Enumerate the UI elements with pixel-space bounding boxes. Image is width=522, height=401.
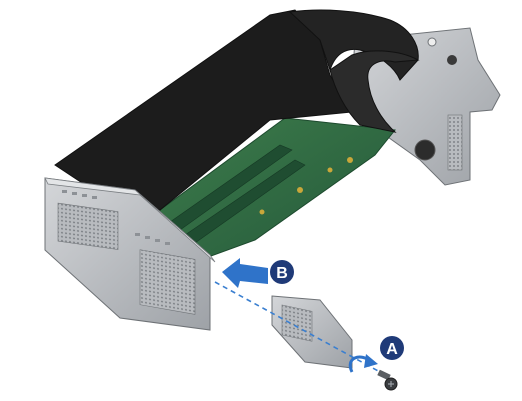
alignment-guide-line — [214, 281, 381, 373]
riser-pcb — [159, 117, 396, 261]
rotate-counterclockwise-icon — [348, 354, 378, 373]
ribbon-cable — [54, 9, 420, 211]
callout-b-label: B — [276, 265, 288, 282]
callout-b: B — [270, 260, 294, 284]
riser-cage — [44, 177, 216, 331]
callout-a: A — [380, 336, 404, 360]
slot-cover — [271, 295, 353, 369]
callout-a-label: A — [386, 341, 398, 358]
rear-bracket — [349, 27, 501, 186]
arrow-left-icon — [222, 258, 268, 288]
screw-icon — [377, 369, 398, 391]
